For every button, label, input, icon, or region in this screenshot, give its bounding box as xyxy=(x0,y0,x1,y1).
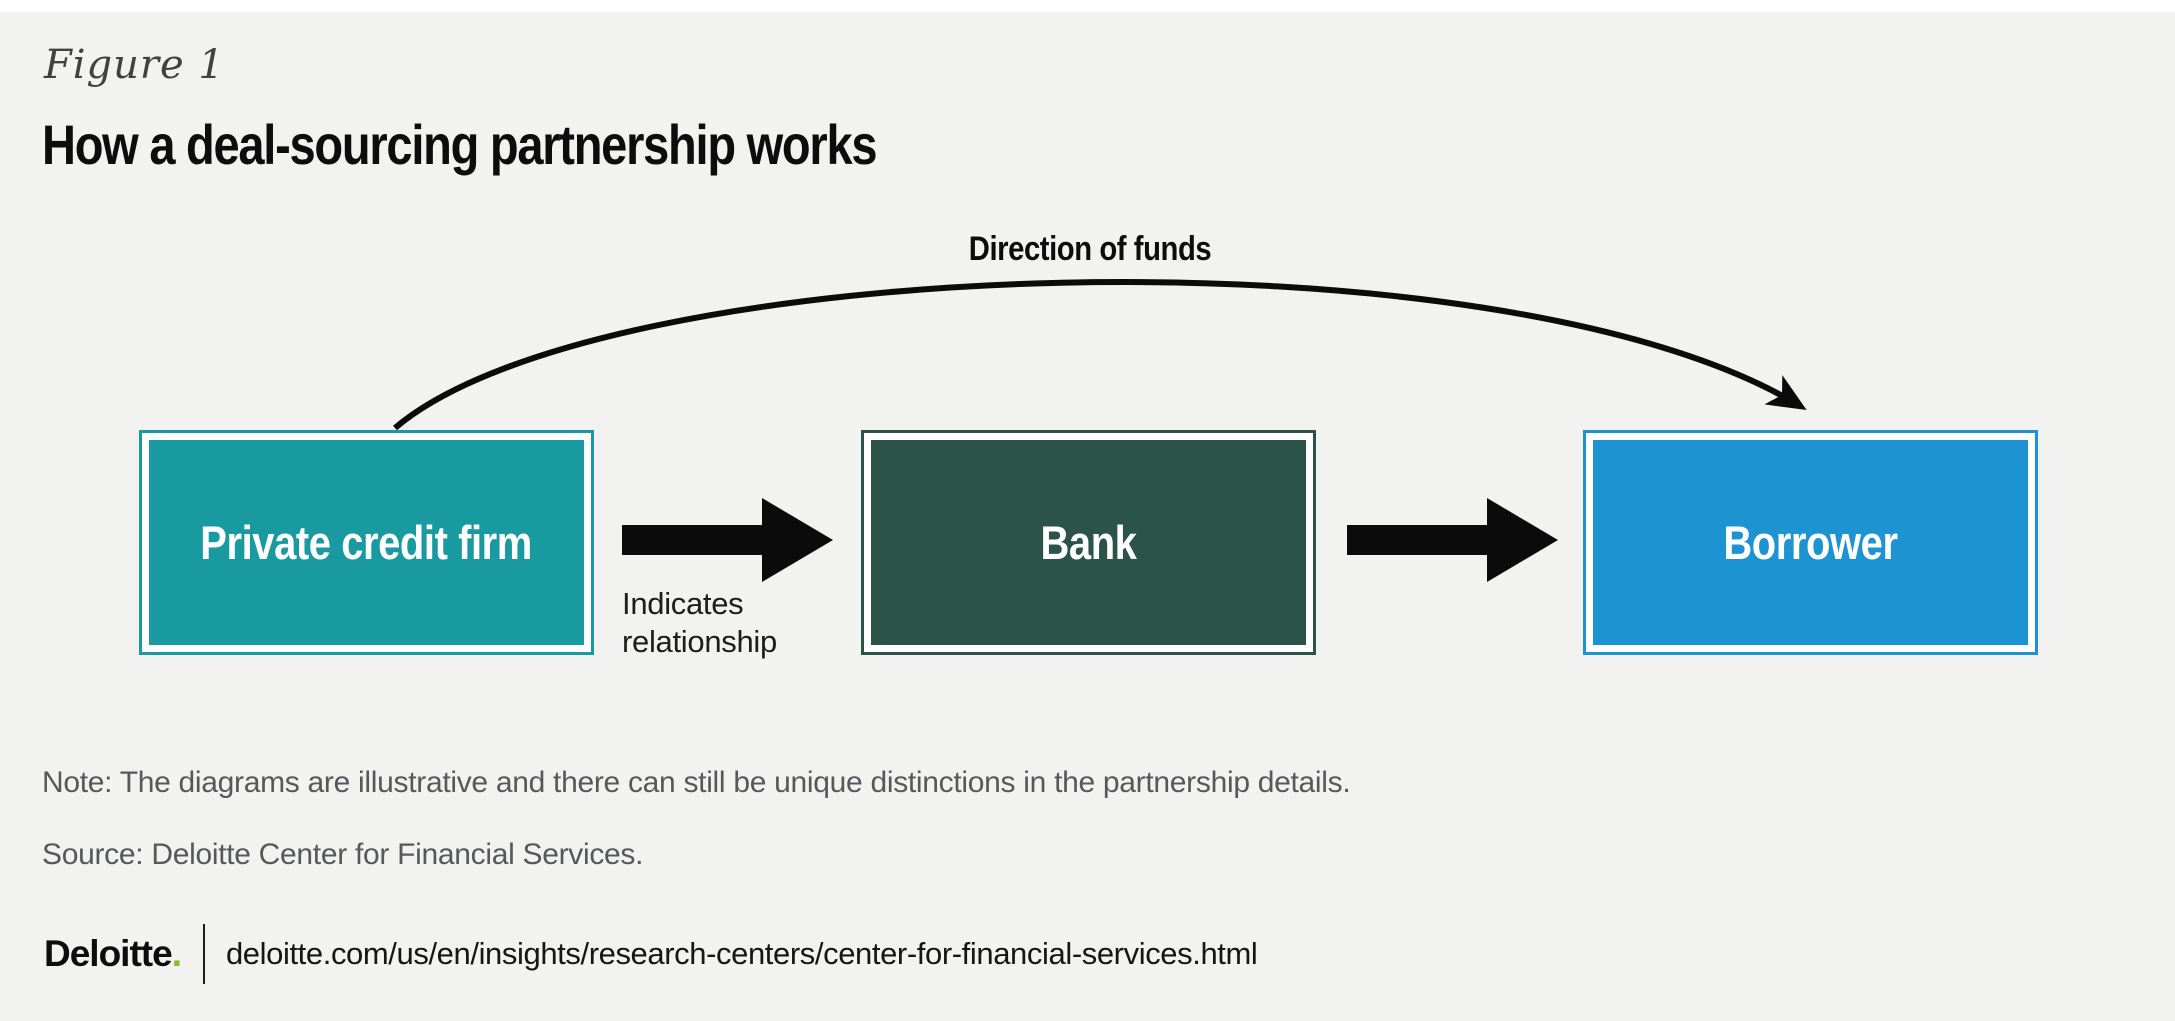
figure-label: Figure 1 xyxy=(44,42,225,88)
node-bank-fill: Bank xyxy=(871,440,1306,645)
node-private-credit-firm-label: Private credit firm xyxy=(200,516,533,569)
footer: Deloitte. deloitte.com/us/en/insights/re… xyxy=(44,922,1258,986)
node-private-credit-firm-fill: Private credit firm xyxy=(149,440,584,645)
funds-flow-arc xyxy=(393,279,1807,431)
node-borrower: Borrower xyxy=(1583,430,2038,655)
deloitte-green-dot: . xyxy=(171,933,182,974)
footer-divider xyxy=(202,924,205,984)
footer-url: deloitte.com/us/en/insights/research-cen… xyxy=(225,936,1258,971)
node-bank-label: Bank xyxy=(1040,516,1137,569)
node-borrower-label: Borrower xyxy=(1723,516,1898,569)
note-text: Note: The diagrams are illustrative and … xyxy=(42,766,1351,799)
deloitte-wordmark: Deloitte. xyxy=(44,933,182,975)
source-text: Source: Deloitte Center for Financial Se… xyxy=(42,838,644,871)
page-title: How a deal-sourcing partnership works xyxy=(42,113,878,176)
node-bank: Bank xyxy=(861,430,1316,655)
top-white-strip xyxy=(0,0,2175,12)
node-borrower-fill: Borrower xyxy=(1593,440,2028,645)
deloitte-wordmark-text: Deloitte xyxy=(44,933,173,974)
node-private-credit-firm: Private credit firm xyxy=(139,430,594,655)
direction-of-funds-label: Direction of funds xyxy=(968,230,1212,268)
relationship-arrow-2 xyxy=(1347,498,1558,582)
indicates-relationship-caption: Indicates relationship xyxy=(622,586,777,659)
relationship-arrow-1 xyxy=(622,498,833,582)
